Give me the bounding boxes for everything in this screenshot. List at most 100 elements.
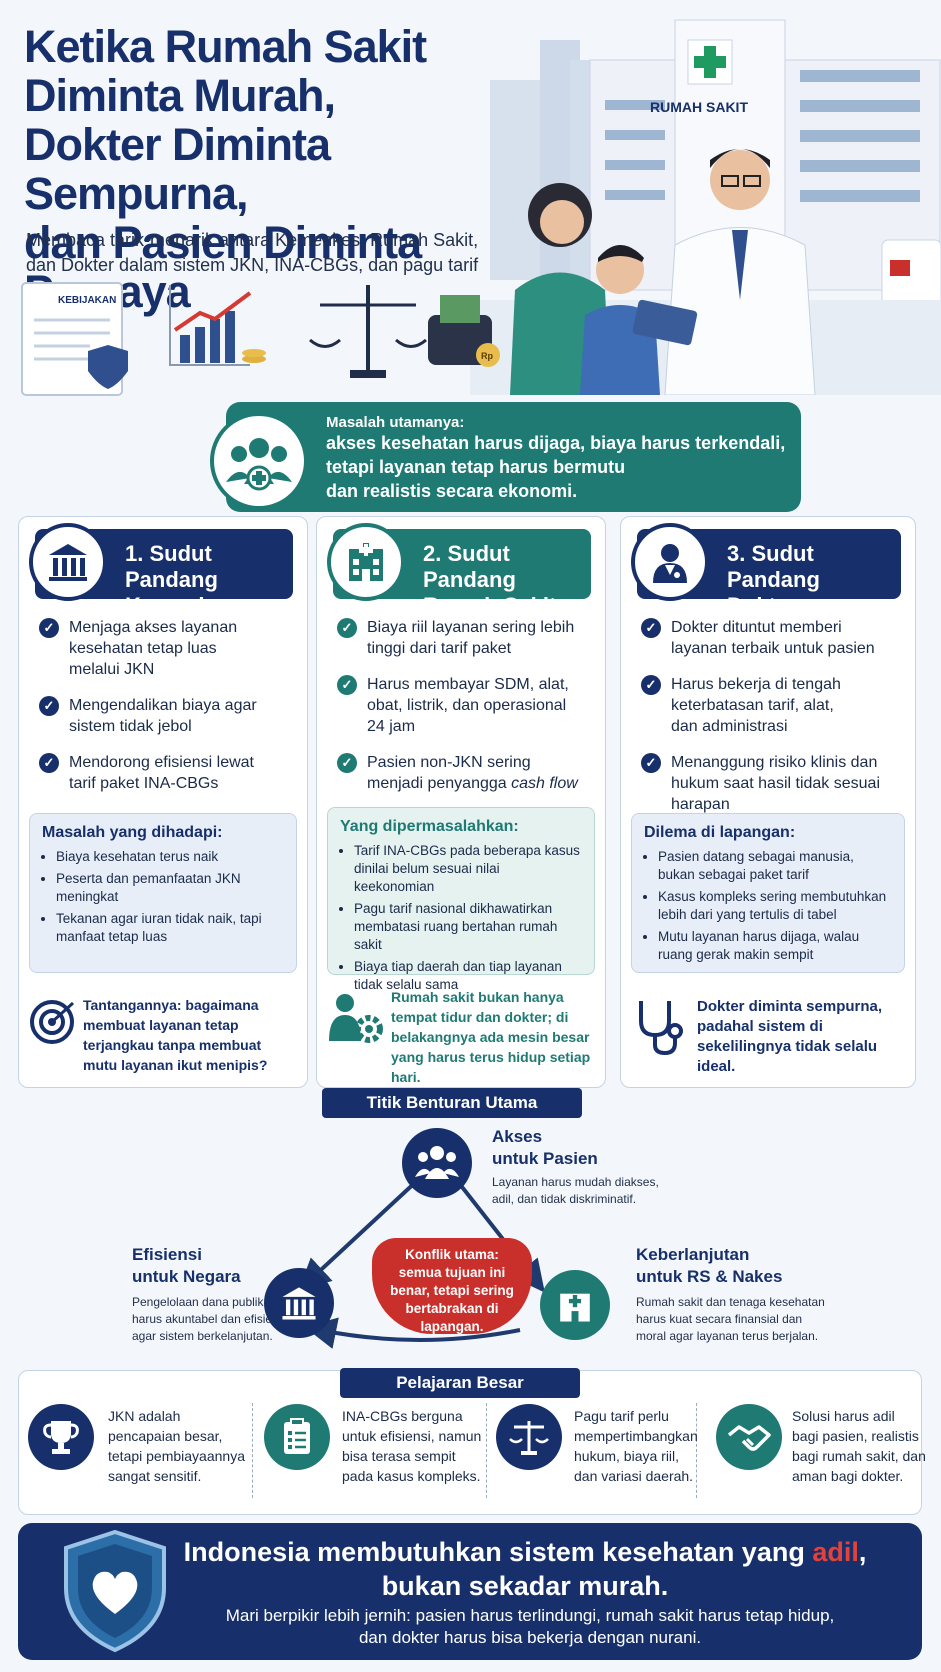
community-health-icon (210, 412, 308, 510)
closing-title-line-2: bukan sekadar murah. (381, 1571, 669, 1601)
closing-sub-line-2: dan dokter harus bisa bekerja dengan nur… (358, 1628, 702, 1647)
doctor-note: Dokter diminta sempurna, padahal sistem … (631, 997, 901, 1077)
person-gear-icon (329, 994, 383, 1043)
check-icon: ✓ (641, 618, 661, 638)
challenge-text: Tantangannya: bagaimana membuat layanan … (83, 997, 268, 1073)
list-item: Peserta dan pemanfaatan JKN meningkat (56, 870, 284, 906)
doctor-header: 3. Sudut Pandang Dokter (631, 523, 901, 618)
check-icon: ✓ (39, 618, 59, 638)
list-item: Pagu tarif nasional dikhawatirkan membat… (354, 900, 582, 954)
scales-of-justice-icon (496, 1404, 562, 1470)
list-item: Tarif INA-CBGs pada beberapa kasus dinil… (354, 842, 582, 896)
kemenkes-problem-box: Masalah yang dihadapi: Biaya kesehatan t… (29, 813, 297, 973)
hospital-title-line-1: 2. Sudut Pandang (423, 541, 516, 592)
clipboard-checklist-icon (264, 1404, 330, 1470)
note-text: Dokter diminta sempurna, padahal sistem … (697, 998, 883, 1075)
hospital-title-line-2: Rumah Sakit (423, 593, 557, 618)
list-item: Tekanan agar iuran tidak naik, tapi manf… (56, 910, 284, 946)
problem-line-3: dan realistis secara ekonomi. (326, 481, 578, 501)
hospital-note: Rumah sakit bukan hanya tempat tidur dan… (327, 987, 597, 1087)
closing-banner (18, 1523, 922, 1660)
check-icon: ✓ (39, 753, 59, 773)
doctor-dilemma-box: Dilema di lapangan: Pasien datang sebaga… (631, 813, 905, 973)
title-line-1: Ketika Rumah Sakit (24, 21, 427, 72)
closing-subtitle: Mari berpikir lebih jernih: pasien harus… (180, 1605, 880, 1649)
main-problem-banner: Masalah utamanya: akses kesehatan harus … (226, 402, 801, 512)
lessons-title: Pelajaran Besar (340, 1368, 580, 1398)
list-item: ✓Harus membayar SDM, alat,obat, listrik,… (337, 674, 597, 737)
box-title: Dilema di lapangan: (644, 824, 796, 841)
hospital-icon (327, 523, 405, 601)
hospital-illustration: RUMAH SAKIT (470, 19, 941, 395)
kemenkes-challenge: Tantangannya: bagaimana membuat layanan … (29, 995, 299, 1075)
access-desc: Layanan harus mudah diakses,adil, dan ti… (492, 1175, 659, 1206)
rupiah-coin-label: Rp (481, 351, 493, 361)
closing-title-part-1: Indonesia membutuhkan sistem kesehatan y… (183, 1537, 813, 1567)
check-icon: ✓ (337, 753, 357, 773)
doctor-title-line-1: 3. Sudut Pandang (727, 541, 820, 592)
government-building-icon (29, 523, 107, 601)
hospital-sign: RUMAH SAKIT (650, 99, 748, 115)
check-icon: ✓ (337, 675, 357, 695)
policy-icons: KEBIJAKAN Rp (21, 282, 500, 396)
check-icon: ✓ (641, 753, 661, 773)
page-title: Ketika Rumah Sakit Diminta Murah, Dokter… (24, 22, 544, 316)
box-title: Yang dipermasalahkan: (340, 818, 519, 835)
kemenkes-title-line-2: Kemenkes (125, 593, 236, 618)
patient-access-icon (402, 1128, 472, 1198)
closing-title-part-2: , (858, 1537, 867, 1567)
hospital-header: 2. Sudut Pandang Rumah Sakit (327, 523, 591, 618)
kemenkes-perspective-card: 1. Sudut Pandang Kemenkes ✓Menjaga akses… (18, 516, 308, 1088)
check-icon: ✓ (337, 618, 357, 638)
policy-doc-label: KEBIJAKAN (58, 295, 116, 306)
government-building-icon (264, 1268, 334, 1338)
subtitle-line-1: Membaca tarik-menarik antara Kemenkes, R… (26, 230, 479, 250)
box-title: Masalah yang dihadapi: (42, 824, 223, 841)
shield-heart-icon (64, 1529, 166, 1653)
clash-section-title: Titik Benturan Utama (322, 1088, 582, 1118)
doctor-icon (631, 523, 709, 601)
hospital-icon (540, 1270, 610, 1340)
doctor-perspective-card: 3. Sudut Pandang Dokter ✓Dokter dituntut… (620, 516, 916, 1088)
check-icon: ✓ (641, 675, 661, 695)
note-text: Rumah sakit bukan hanya tempat tidur dan… (391, 989, 591, 1085)
doctor-title-line-2: Dokter (727, 593, 797, 618)
kemenkes-header: 1. Sudut Pandang Kemenkes (29, 523, 293, 618)
target-icon (30, 1000, 75, 1044)
hospital-issue-box: Yang dipermasalahkan: Tarif INA-CBGs pad… (327, 807, 595, 992)
subtitle-line-2: dan Dokter dalam sistem JKN, INA-CBGs, d… (26, 255, 479, 275)
stethoscope-icon (639, 1001, 683, 1056)
closing-title-accent: adil (812, 1537, 859, 1567)
title-line-3: Dokter Diminta Sempurna, (24, 119, 331, 219)
problem-line-2: tetapi layanan tetap harus bermutu (326, 457, 626, 477)
list-item: Kasus kompleks sering membutuhkan lebih … (658, 888, 892, 924)
list-item: Biaya tiap daerah dan tiap layanan tidak… (354, 958, 582, 994)
kemenkes-title-line-1: 1. Sudut Pandang (125, 541, 218, 592)
title-line-2: Diminta Murah, (24, 70, 336, 121)
list-item: Biaya kesehatan terus naik (56, 848, 284, 866)
problem-kicker: Masalah utamanya: (326, 414, 465, 431)
list-item: Mutu layanan harus dijaga, walau ruang g… (658, 928, 892, 964)
handshake-icon (716, 1404, 782, 1470)
